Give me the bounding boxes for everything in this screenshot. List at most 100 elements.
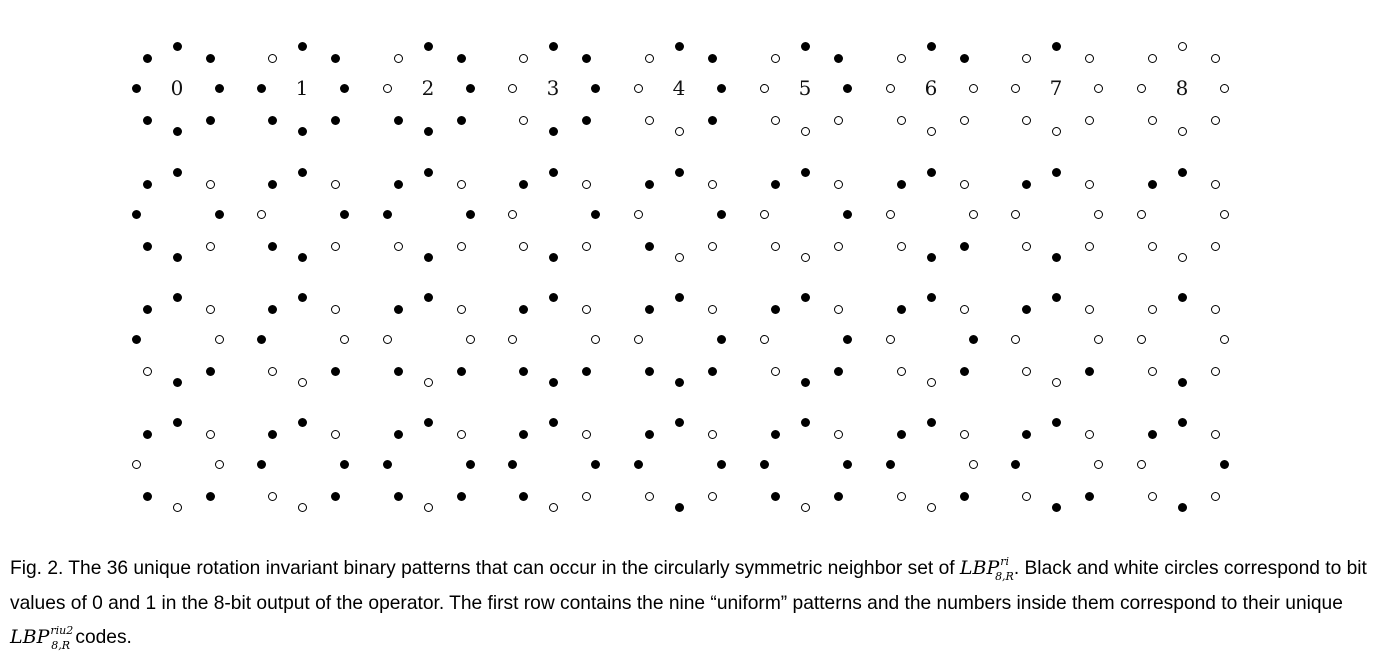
white-circle [1219,334,1229,344]
uniform-code-label: 8 [1175,76,1189,100]
black-circle [581,53,591,63]
white-circle [456,429,466,439]
white-circle [131,459,141,469]
white-circle [1021,115,1031,125]
black-circle [382,459,392,469]
white-circle [330,241,340,251]
black-circle [1084,491,1094,501]
black-circle [581,115,591,125]
black-circle [548,252,558,262]
black-circle [896,179,906,189]
white-circle [633,334,643,344]
black-circle [330,366,340,376]
black-circle [926,417,936,427]
white-circle [214,459,224,469]
black-circle [833,366,843,376]
white-circle [770,53,780,63]
black-circle [297,292,307,302]
pattern-cell [629,414,729,514]
black-circle [172,167,182,177]
pattern-cell: 7 [1006,38,1106,138]
white-circle [833,429,843,439]
black-circle [339,209,349,219]
black-circle [674,41,684,51]
black-circle [339,83,349,93]
black-circle [1051,292,1061,302]
black-circle [456,491,466,501]
black-circle [267,304,277,314]
white-circle [1136,83,1146,93]
white-circle [959,179,969,189]
white-circle [1021,491,1031,501]
black-circle [842,209,852,219]
white-circle [1084,241,1094,251]
white-circle [581,179,591,189]
white-circle [1021,241,1031,251]
white-circle [548,502,558,512]
black-circle [214,83,224,93]
white-circle [1084,179,1094,189]
black-circle [1219,459,1229,469]
white-circle [707,304,717,314]
white-circle [1147,491,1157,501]
black-circle [548,417,558,427]
pattern-cell: 0 [127,38,227,138]
black-circle [707,115,717,125]
white-circle [423,377,433,387]
black-circle [644,179,654,189]
white-circle [959,304,969,314]
white-circle [644,115,654,125]
white-circle [885,334,895,344]
black-circle [205,366,215,376]
black-circle [518,366,528,376]
white-circle [926,502,936,512]
caption-prefix: Fig. 2. The 36 unique rotation invariant… [10,558,960,579]
lbp-ri-symbol: LBPri8,R [959,555,1014,583]
pattern-cell [881,414,981,514]
black-circle [590,83,600,93]
black-circle [423,167,433,177]
white-circle [581,241,591,251]
white-circle [205,429,215,439]
black-circle [1021,304,1031,314]
white-circle [1147,53,1157,63]
black-circle [674,377,684,387]
pattern-cell: 3 [503,38,603,138]
black-circle [1084,366,1094,376]
black-circle [423,41,433,51]
white-circle [1147,115,1157,125]
white-circle [1136,209,1146,219]
black-circle [393,304,403,314]
uniform-code-label: 6 [924,76,938,100]
white-circle [297,377,307,387]
black-circle [1021,429,1031,439]
black-circle [590,209,600,219]
white-circle [770,115,780,125]
white-circle [267,491,277,501]
black-circle [267,429,277,439]
black-circle [456,115,466,125]
white-circle [205,304,215,314]
white-circle [707,491,717,501]
caption-middle: . Black and white circles correspond to … [10,558,1367,614]
white-circle [382,334,392,344]
pattern-cell [881,289,981,389]
black-circle [896,304,906,314]
white-circle [423,502,433,512]
black-circle [581,366,591,376]
black-circle [926,292,936,302]
pattern-cell [252,289,352,389]
pattern-cell: 2 [378,38,478,138]
white-circle [456,241,466,251]
black-circle [644,366,654,376]
pattern-cell [503,164,603,264]
white-circle [885,209,895,219]
white-circle [644,53,654,63]
white-circle [330,429,340,439]
black-circle [716,334,726,344]
black-circle [256,83,266,93]
black-circle [833,53,843,63]
black-circle [926,252,936,262]
black-circle [842,83,852,93]
black-circle [172,377,182,387]
